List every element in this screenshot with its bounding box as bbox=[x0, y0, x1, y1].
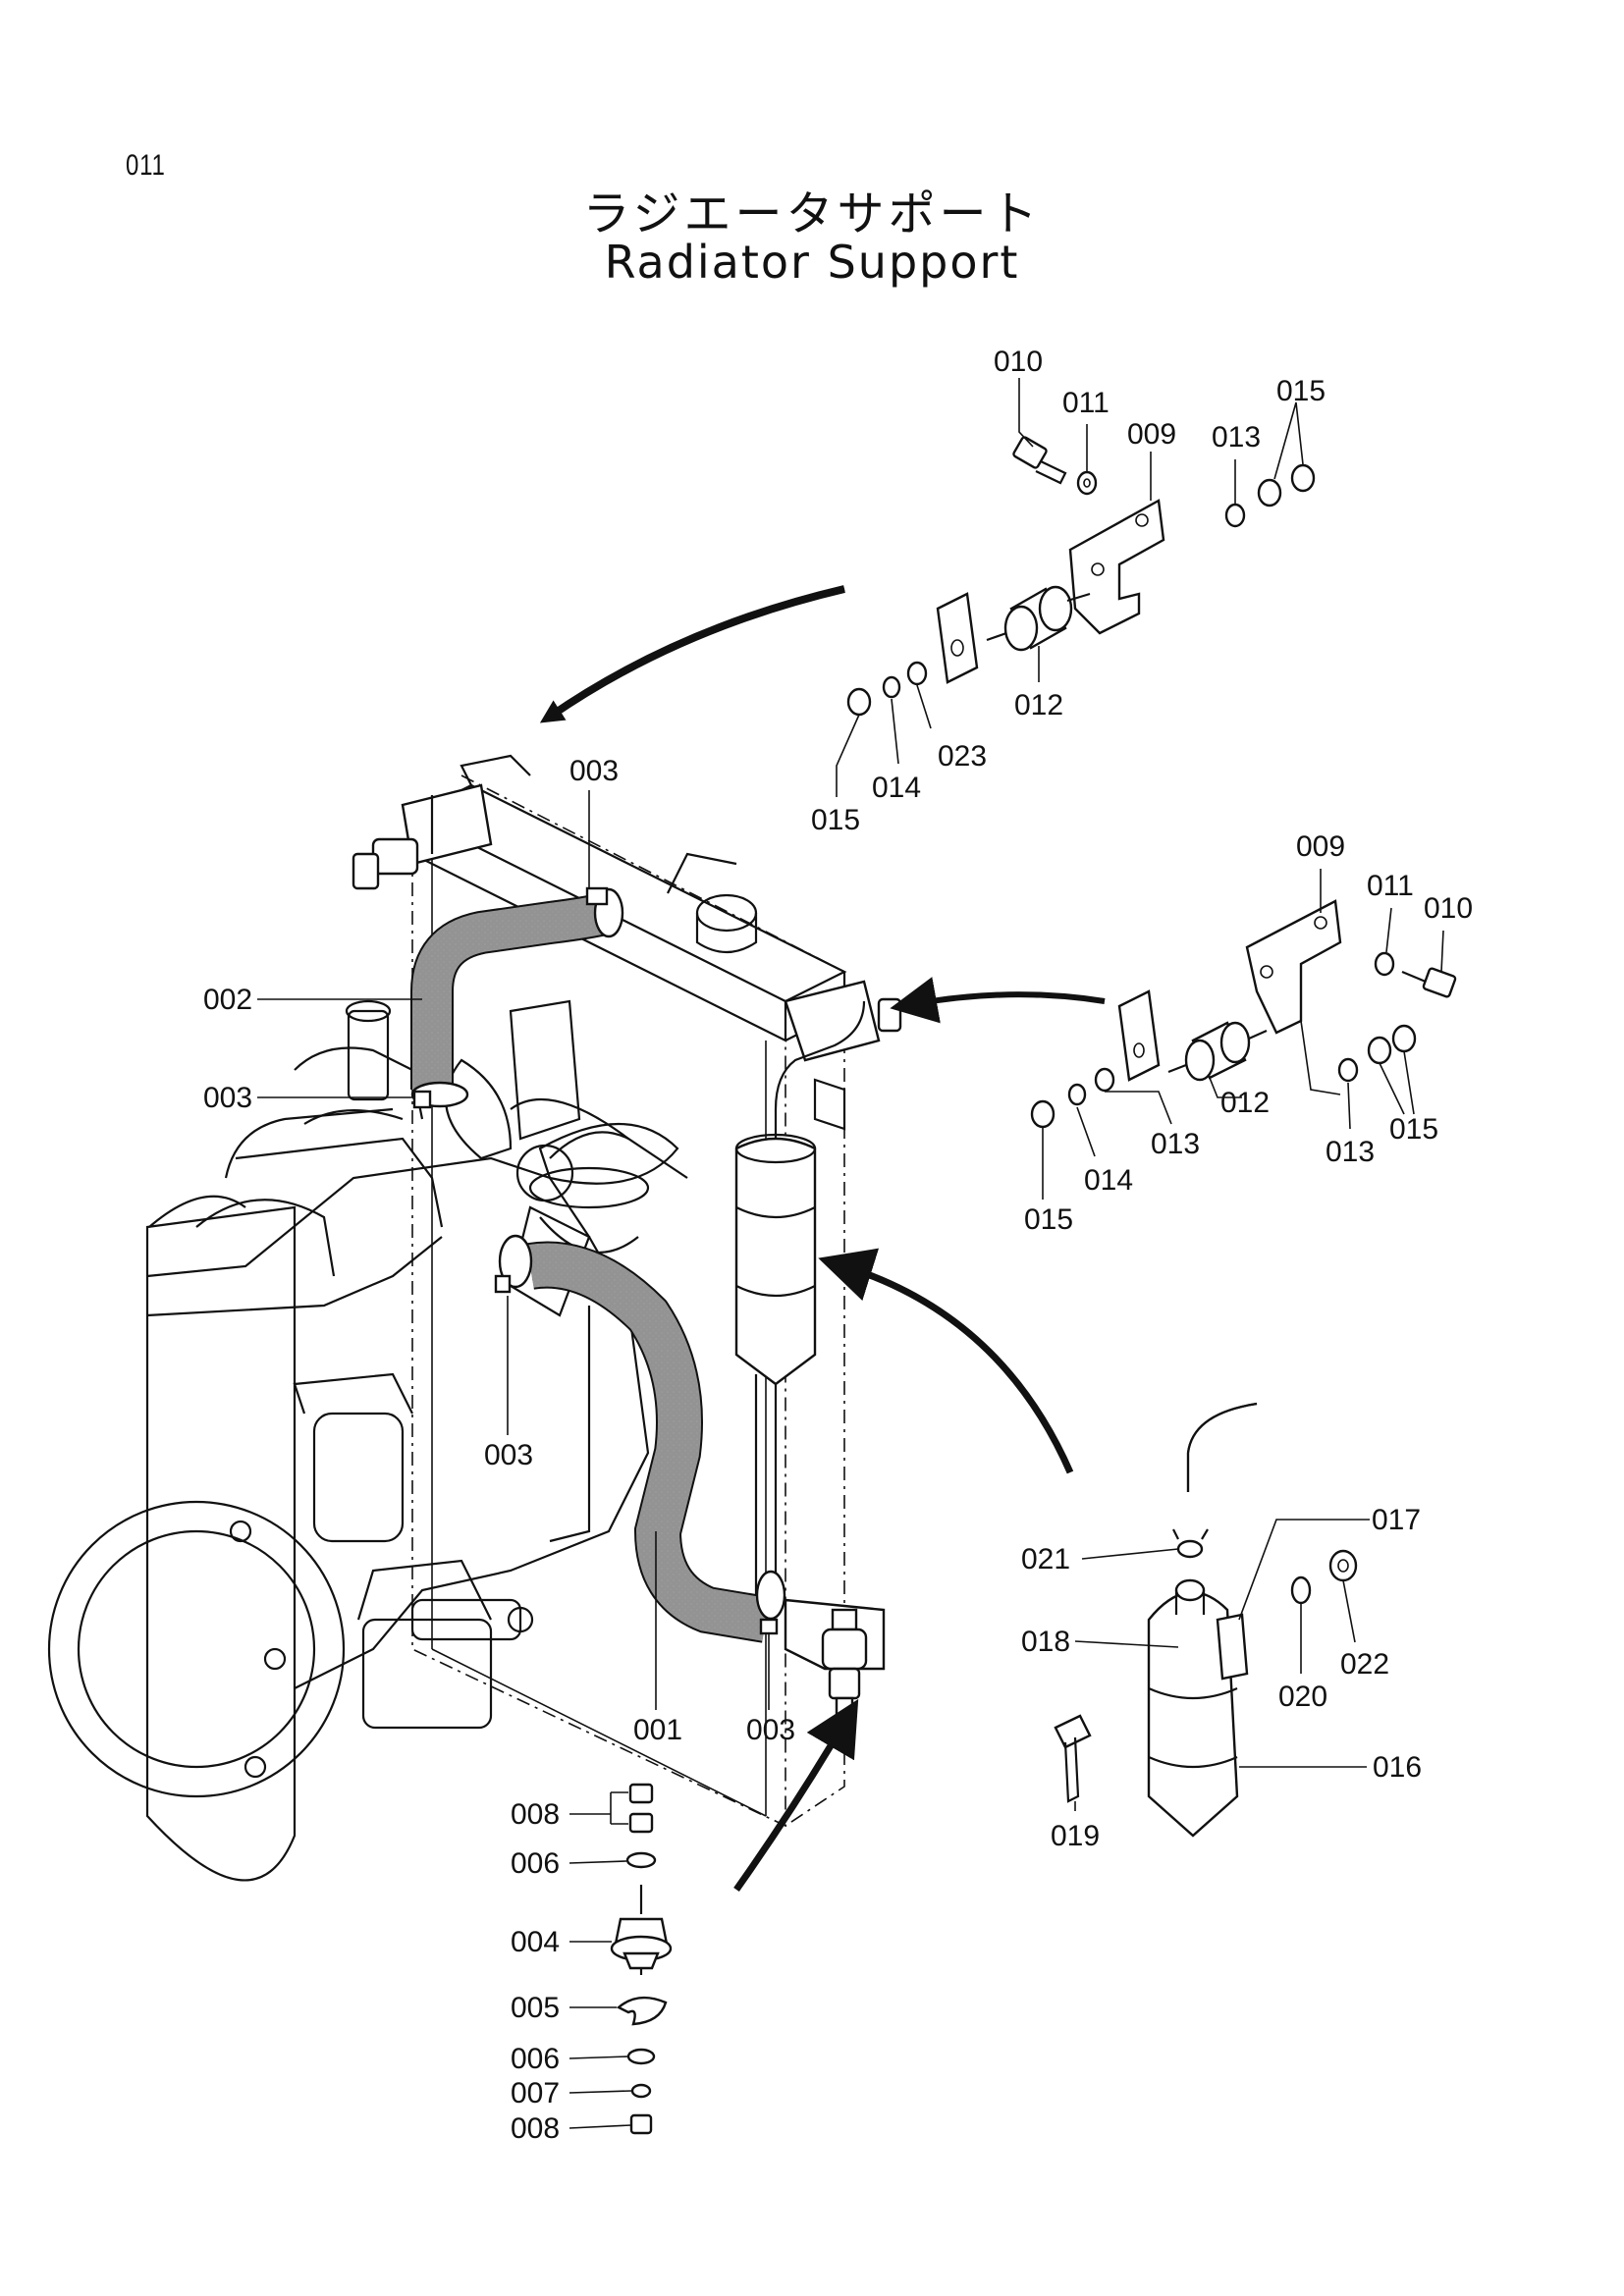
upper-mount-exploded-1 bbox=[846, 436, 1316, 717]
callout-010-right: 010 bbox=[1424, 892, 1473, 925]
callout-013-right-b: 013 bbox=[1326, 1136, 1375, 1168]
callout-016: 016 bbox=[1373, 1751, 1422, 1784]
callout-003-middle: 003 bbox=[484, 1439, 533, 1471]
page-title-japanese: ラジエータサポート bbox=[582, 187, 1042, 241]
callout-002: 002 bbox=[203, 984, 252, 1016]
lower-mount-stack bbox=[610, 1783, 673, 2135]
callout-006-top: 006 bbox=[511, 1847, 560, 1880]
callout-014-top: 014 bbox=[872, 772, 921, 804]
callout-003-left: 003 bbox=[203, 1082, 252, 1114]
callout-011-top: 011 bbox=[1062, 387, 1110, 419]
callout-015-top-right: 015 bbox=[1276, 375, 1326, 407]
callout-013-right-a: 013 bbox=[1151, 1128, 1200, 1160]
callout-021: 021 bbox=[1021, 1543, 1070, 1575]
direction-arrows bbox=[539, 585, 1106, 1893]
callout-001: 001 bbox=[633, 1714, 682, 1746]
callout-014-right: 014 bbox=[1084, 1164, 1133, 1197]
callout-022: 022 bbox=[1340, 1648, 1389, 1681]
callout-003-bottom: 003 bbox=[746, 1714, 795, 1746]
lower-radiator-hose bbox=[526, 1241, 770, 1643]
callout-018: 018 bbox=[1021, 1626, 1070, 1658]
callout-015-right-a: 015 bbox=[1024, 1203, 1073, 1236]
callout-004: 004 bbox=[511, 1926, 560, 1958]
callout-labels: 010 011 009 013 015 012 023 014 015 003 … bbox=[203, 346, 1473, 2145]
engine-assembly bbox=[47, 999, 688, 1882]
leader-lines bbox=[257, 378, 1444, 2129]
callout-012-right: 012 bbox=[1220, 1087, 1270, 1119]
reserve-tank-exploded bbox=[1054, 1402, 1358, 1838]
callout-005: 005 bbox=[511, 1992, 560, 2024]
callout-019: 019 bbox=[1051, 1820, 1100, 1852]
cooling-fan bbox=[444, 999, 679, 1317]
page-number: 011 bbox=[126, 149, 166, 182]
callout-012-top: 012 bbox=[1014, 689, 1063, 721]
callout-017: 017 bbox=[1372, 1504, 1421, 1536]
callout-008-bottom: 008 bbox=[511, 2112, 560, 2145]
page-title-english: Radiator Support bbox=[604, 236, 1020, 289]
reserve-tank-installed bbox=[734, 1133, 817, 1610]
callout-008-top: 008 bbox=[511, 1798, 560, 1831]
callout-015-top-left: 015 bbox=[811, 804, 860, 836]
callout-007: 007 bbox=[511, 2077, 560, 2109]
callout-003-top: 003 bbox=[569, 755, 619, 787]
callout-006-bottom: 006 bbox=[511, 2043, 560, 2075]
callout-011-right: 011 bbox=[1367, 870, 1414, 902]
upper-radiator-hose bbox=[410, 891, 615, 1090]
callout-010-top: 010 bbox=[994, 346, 1043, 378]
callout-020: 020 bbox=[1278, 1681, 1327, 1713]
callout-015-right-b: 015 bbox=[1389, 1113, 1438, 1146]
callout-013-top: 013 bbox=[1212, 421, 1261, 454]
callout-009-top: 009 bbox=[1127, 418, 1176, 451]
upper-mount-exploded-2 bbox=[1030, 899, 1457, 1129]
callout-009-right: 009 bbox=[1296, 830, 1345, 863]
callout-023: 023 bbox=[938, 740, 987, 773]
hose-clamps bbox=[410, 886, 786, 1635]
